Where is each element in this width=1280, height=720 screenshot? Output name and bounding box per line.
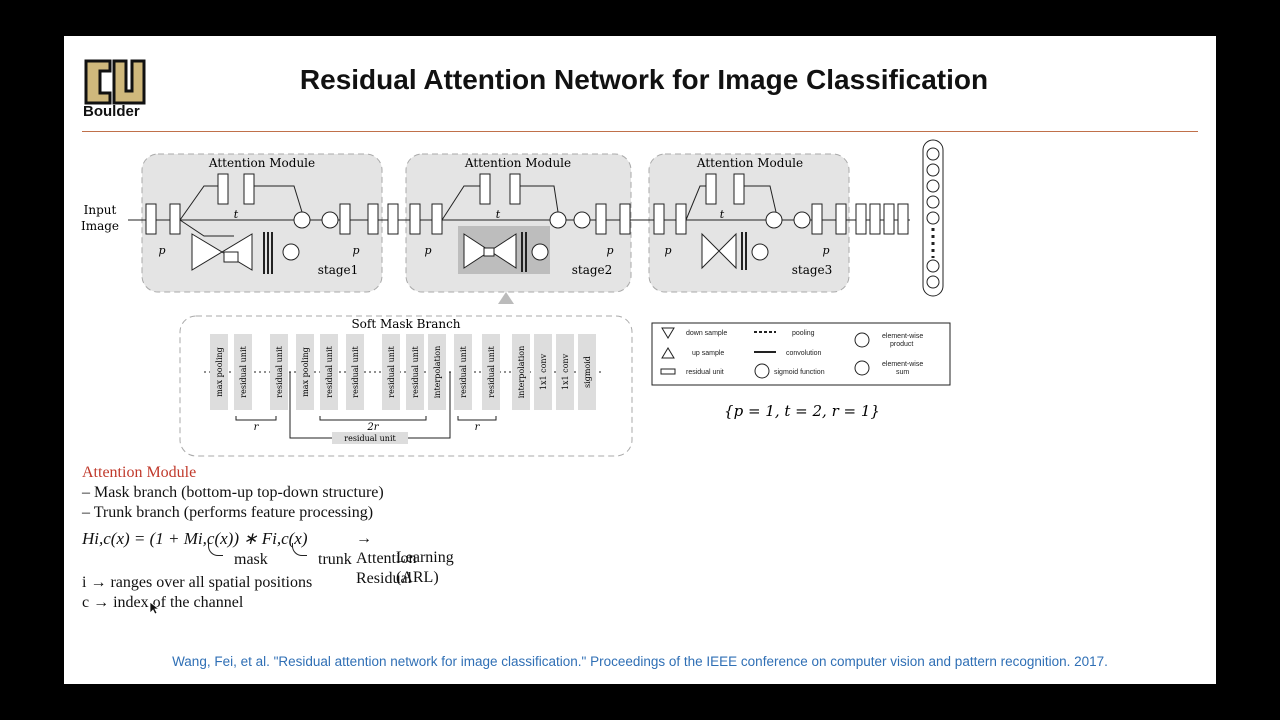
slide: Boulder Residual Attention Network for I… (64, 36, 1216, 684)
mask-unit-2 (270, 334, 288, 410)
legend-box (651, 322, 951, 386)
notes: Attention Module – Mask branch (bottom-u… (82, 463, 454, 613)
r-label-1: r (254, 422, 260, 433)
legend-sigmoid: sigmoid function (774, 369, 825, 376)
notes-heading: Attention Module (82, 464, 197, 481)
two-r-label: 2r (366, 422, 379, 433)
legend-product-1: element-wise (882, 333, 923, 340)
legend-residual-unit: residual unit (686, 369, 724, 376)
mask-unit-4 (320, 334, 338, 410)
legend-product-2: product (890, 341, 913, 348)
mask-unit-14 (578, 334, 596, 410)
mask-unit-label-7: residual unit (411, 345, 420, 397)
legend-sum-2: sum (896, 369, 909, 376)
mask-unit-label-4: residual unit (325, 345, 334, 397)
trunk-label: trunk (318, 551, 352, 568)
architecture-diagram: Attention Module Attention Module Attent… (81, 139, 951, 457)
formula-arrow-text-2: Learning (ARL) (396, 549, 454, 586)
mask-unit-label-10: residual unit (487, 345, 496, 397)
notes-i-line: i → ranges over all spatial positions (82, 574, 313, 591)
formula-equation: Hi,c(x) = (1 + Mi,c(x)) ∗ Fi,c(x) (82, 529, 308, 548)
mask-unit-label-6: residual unit (387, 345, 396, 397)
mask-unit-label-1: residual unit (239, 345, 248, 397)
module-title-3: Attention Module (696, 156, 803, 170)
t-label-2: t (496, 208, 501, 221)
slide-title: Residual Attention Network for Image Cla… (299, 64, 989, 95)
p-label-3: p (424, 244, 431, 257)
p-label-1: p (158, 244, 165, 257)
mask-unit-label-13: 1x1 conv (561, 353, 570, 390)
mask-unit-label-5: residual unit (351, 345, 360, 397)
p-label-4: p (606, 244, 613, 257)
p-label-2: p (352, 244, 359, 257)
input-label-2: Image (81, 219, 119, 233)
input-label-1: Input (84, 203, 117, 217)
mask-unit-label-9: residual unit (459, 345, 468, 397)
formula: Hi,c(x) = (1 + Mi,c(x)) ∗ Fi,c(x) → Atte… (82, 529, 454, 587)
mask-label: mask (234, 551, 268, 568)
mask-unit-3 (296, 334, 314, 410)
legend-down-sample: down sample (686, 330, 727, 337)
mask-unit-5 (346, 334, 364, 410)
mask-unit-0 (210, 334, 228, 410)
module-title-1: Attention Module (208, 156, 315, 170)
title-divider (82, 131, 1198, 132)
notes-line-trunk: – Trunk branch (performs feature process… (82, 504, 374, 521)
legend-pooling: pooling (792, 330, 815, 337)
cu-logo-icon (84, 59, 146, 105)
mask-unit-13 (556, 334, 574, 410)
p-label-5: p (664, 244, 671, 257)
notes-c-line: c → index of the channel (82, 594, 244, 611)
logo-text: Boulder (83, 103, 140, 120)
mask-unit-6 (382, 334, 400, 410)
legend-up-sample: up sample (692, 350, 724, 357)
notes-line-mask: – Mask branch (bottom-up top-down struct… (82, 484, 384, 501)
mask-unit-label-14: sigmoid (583, 356, 592, 388)
legend-sum-1: element-wise (882, 361, 923, 368)
mask-brace (208, 543, 223, 556)
mask-unit-label-12: 1x1 conv (539, 353, 548, 390)
module-title-2: Attention Module (464, 156, 571, 170)
mask-unit-label-3: max pooling (301, 347, 310, 397)
mask-unit-11 (512, 334, 530, 410)
mouse-cursor-icon (149, 601, 159, 615)
mask-unit-7 (406, 334, 424, 410)
skip-label: residual unit (344, 434, 396, 443)
stage1-label: stage1 (318, 263, 359, 277)
legend-convolution: convolution (786, 350, 822, 357)
mask-unit-label-2: residual unit (275, 345, 284, 397)
r-label-2: r (475, 422, 481, 433)
mask-unit-label-11: interpolation (517, 346, 526, 399)
params-text: {p = 1, t = 2, r = 1} (724, 402, 880, 420)
citation: Wang, Fei, et al. "Residual attention ne… (172, 654, 1108, 669)
t-label-1: t (234, 208, 239, 221)
mask-unit-label-0: max pooling (215, 347, 224, 397)
mask-unit-label-8: interpolation (433, 346, 442, 399)
mask-unit-1 (234, 334, 252, 410)
formula-arrow-text-1: → Attention Residual (356, 530, 417, 587)
mask-unit-9 (454, 334, 472, 410)
mask-unit-10 (482, 334, 500, 410)
soft-mask-title: Soft Mask Branch (351, 317, 460, 331)
mask-unit-12 (534, 334, 552, 410)
stage2-label: stage2 (572, 263, 613, 277)
stage3-label: stage3 (792, 263, 833, 277)
t-label-3: t (720, 208, 725, 221)
mask-unit-8 (428, 334, 446, 410)
trunk-brace (292, 543, 307, 556)
p-label-6: p (822, 244, 829, 257)
